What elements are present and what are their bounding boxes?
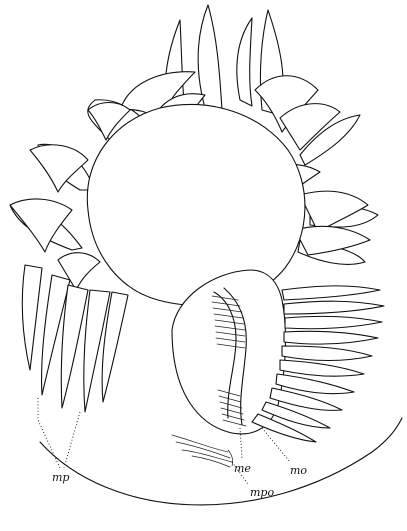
label-me: me [234, 462, 251, 475]
cell-body [87, 104, 305, 305]
label-mo: mo [290, 464, 307, 477]
label-mp: mp [52, 471, 69, 484]
label-mpo: mpo [250, 486, 274, 499]
body-outline [40, 418, 402, 505]
posterior-fibers [172, 435, 233, 467]
lower-left-spines [22, 265, 128, 412]
